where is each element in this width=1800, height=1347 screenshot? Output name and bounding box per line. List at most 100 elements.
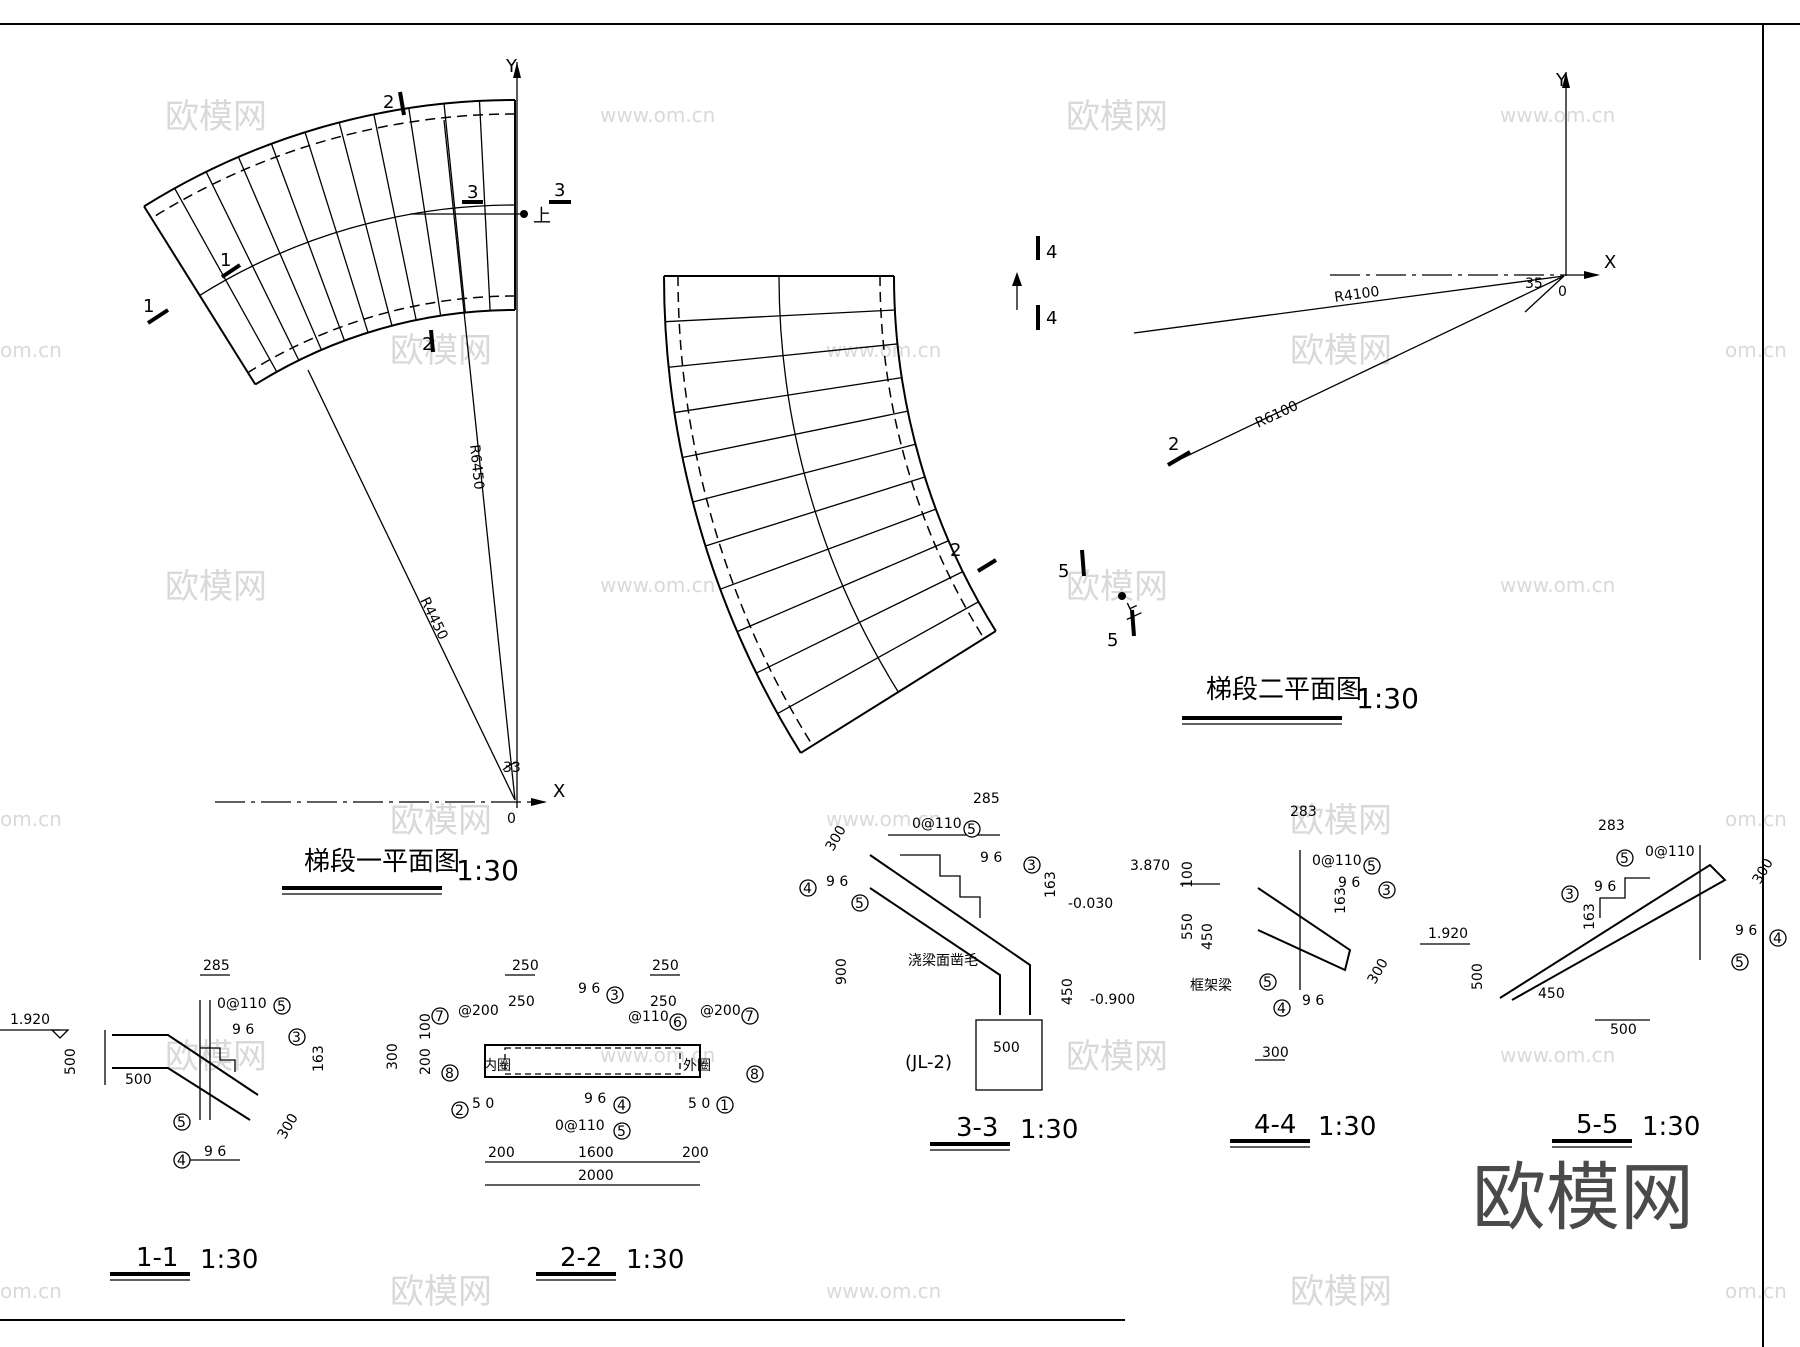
sec11-tag-circle (273, 997, 291, 1015)
sec33-tag: 5 (967, 822, 976, 838)
sec11-dim: 500 (125, 1072, 152, 1088)
plan2-tread-line (736, 540, 949, 633)
sec55-steps (1599, 877, 1650, 918)
watermark-url: www.om.cn (1500, 1043, 1615, 1067)
plan2-y-arrow-icon (1562, 72, 1570, 88)
sec22-tag: 8 (445, 1066, 454, 1082)
plan1-tread-line (304, 132, 369, 333)
plan1-tread-line (373, 114, 417, 321)
section-5-5: 1.920 283 5 0@110 3 9 6 163 300 9 6 4 5 … (1420, 818, 1787, 1148)
sec22-tag: 7 (435, 1009, 444, 1025)
sec11-slab-top (112, 1034, 259, 1096)
sec55-tag: 4 (1773, 931, 1782, 947)
plan2-stair-arcs (663, 275, 997, 754)
sec33-note: 浇梁面凿毛 (908, 953, 978, 969)
plan1-angle-arc (502, 761, 518, 771)
sec22-rebar: @200 (700, 1003, 741, 1019)
plan1-arc-line (151, 113, 516, 219)
sec44-dim: 450 (1200, 923, 1216, 950)
plan2-radius-outer-leader (1167, 275, 1565, 466)
sec22-scale: 1:30 (626, 1245, 684, 1275)
plan1-arc-line (254, 309, 516, 386)
plan1-origin-label: 0 (507, 811, 516, 827)
sec44-dim: 550 (1180, 913, 1196, 940)
sec22-slab (484, 1044, 701, 1078)
watermark-logo: 欧模网 (390, 331, 492, 371)
watermark-logo: 欧模网 (1290, 331, 1392, 371)
sec11-tag: 4 (177, 1153, 186, 1169)
plan2-origin-label: 0 (1558, 284, 1567, 300)
sec11-dim: 285 (203, 958, 230, 974)
sec33-tag: 5 (855, 896, 864, 912)
watermark-logo: 欧模网 (1066, 1037, 1168, 1077)
sec44-dim: 300 (1365, 956, 1392, 987)
sec55-slab (1499, 863, 1727, 1001)
plan1-cut-2b (429, 329, 435, 353)
plan2-cut-5a (1080, 549, 1086, 577)
sec33-scale: 1:30 (1020, 1115, 1078, 1145)
sec11-tag-circle (173, 1113, 191, 1131)
sec33-title: 3-3 (956, 1113, 998, 1143)
plan1-arc-line (199, 204, 516, 296)
sec22-tag: 6 (673, 1015, 682, 1031)
plan2-x-arrow-icon (1584, 271, 1600, 279)
sec44-tag-circle (1378, 881, 1396, 899)
sec11-tag: 5 (177, 1115, 186, 1131)
sec11-dim: 500 (63, 1048, 79, 1075)
sec44-tag-circle (1273, 999, 1291, 1017)
sec44-dim: 300 (1262, 1045, 1289, 1061)
sec22-tag: 4 (617, 1098, 626, 1114)
sec33-tag: 3 (1027, 858, 1036, 874)
sec11-steps (200, 1047, 236, 1072)
sec22-rebar: 9 6 (584, 1091, 606, 1107)
watermark-url: om.cn (1725, 1279, 1787, 1303)
sec55-scale: 1:30 (1642, 1112, 1700, 1142)
sec22-tag-circle (431, 1007, 449, 1025)
watermark-url: www.om.cn (1500, 573, 1615, 597)
plan2-walk-arrow-icon (1012, 272, 1022, 286)
plan2-axis-y-label: Y (1555, 70, 1568, 91)
plan2-cut-label: 5 (1107, 630, 1118, 651)
sec33-dim: 500 (993, 1040, 1020, 1056)
plan1-tread-line (205, 171, 300, 361)
plan2-tread-line (682, 410, 908, 459)
sec22-tag: 7 (745, 1009, 754, 1025)
sec22-tag-circle (613, 1122, 631, 1140)
watermark-logo: 欧模网 (1066, 567, 1168, 607)
sec55-title: 5-5 (1576, 1110, 1618, 1140)
sec33-rebar-top: 0@110 (912, 816, 962, 832)
plan2-axis-x-label: X (1604, 252, 1616, 273)
plan2-tread-line (674, 377, 902, 414)
plan2-radius-inner-label: R4100 (1333, 284, 1380, 306)
sec22-outer-label: 外圈 (683, 1058, 711, 1074)
plan2-arc-line (879, 275, 985, 639)
sec22-dim: 2000 (578, 1168, 614, 1184)
sec11-tag-circle (288, 1028, 306, 1046)
sec22-tag-circle (451, 1101, 469, 1119)
plan1-cut-label: 2 (422, 334, 433, 355)
sec11-elev: 1.920 (10, 1012, 50, 1028)
plan1-tread-line (237, 156, 322, 351)
watermark-url: om.cn (0, 807, 62, 831)
sec22-dim: 250 (650, 994, 677, 1010)
sec33-slab-top (869, 854, 1031, 1015)
sec22-dim: 200 (418, 1048, 434, 1075)
plan2-tread-line (692, 443, 916, 503)
plan1-stair-arcs (143, 99, 516, 386)
plan1-tread-line (143, 205, 257, 385)
section-3-3: 285 0@110 5 9 6 3 300 163 -0.030 4 9 6 5… (799, 791, 1135, 1151)
plan2-tread-line (777, 601, 979, 715)
sec55-tag: 5 (1620, 851, 1629, 867)
sec44-elev: 3.870 (1130, 858, 1170, 874)
plan1-scale: 1:30 (456, 854, 519, 887)
sec44-rebar-top: 0@110 (1312, 853, 1362, 869)
plan2-cut-2a (1166, 450, 1192, 467)
sec44-title: 4-4 (1254, 1110, 1296, 1140)
plan2-cut-label: 2 (950, 540, 961, 561)
watermark-layer: 欧模网 www.om.cn 欧模网 www.om.cn om.cn 欧模网 ww… (0, 97, 1787, 1312)
watermark-url: www.om.cn (600, 1043, 715, 1067)
sec55-rebar-top: 0@110 (1645, 844, 1695, 860)
sec22-rebar: 9 6 (578, 981, 600, 997)
plan1-cut-label: 3 (554, 180, 565, 201)
watermark-logo: 欧模网 (1290, 801, 1392, 841)
